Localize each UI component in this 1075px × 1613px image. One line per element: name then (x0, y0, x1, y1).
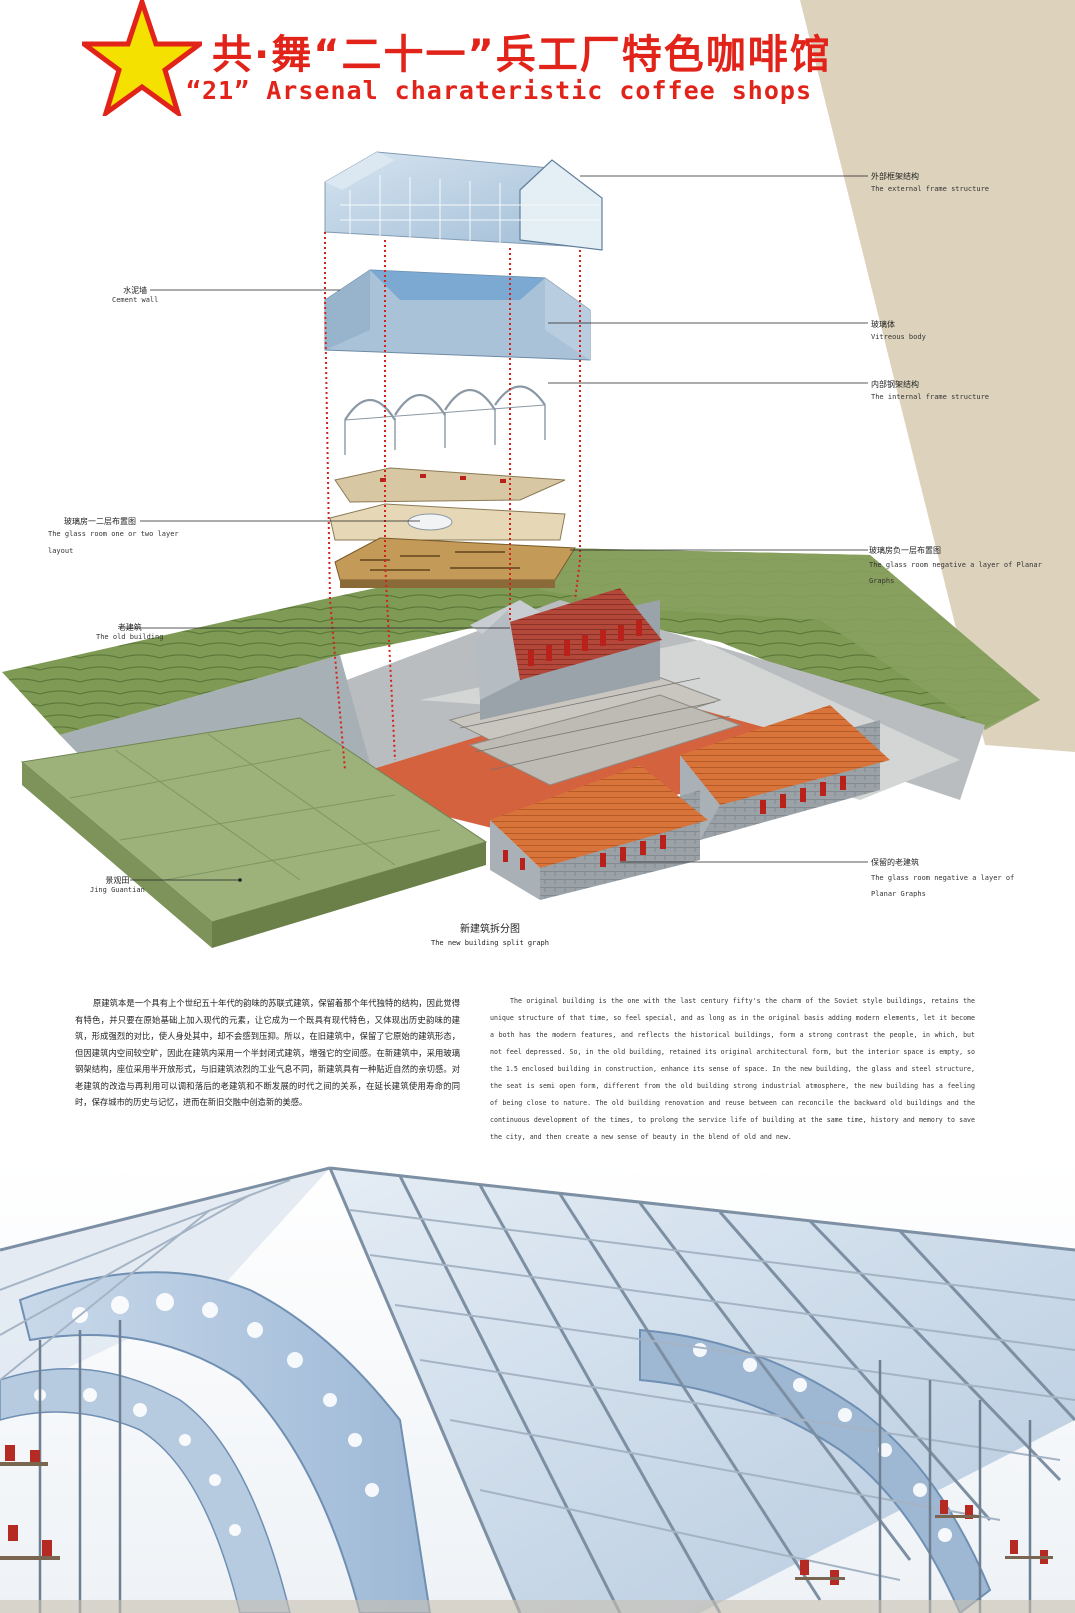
callout-internal-frame: 内部钢架结构 The internal frame structure (871, 380, 990, 401)
callout-external-frame: 外部框架结构 The external frame structure (871, 172, 990, 193)
cement-glass-layer (324, 269, 591, 361)
beige-band (800, 0, 1075, 752)
roof-grid (0, 1166, 1075, 1613)
interior-render (0, 1160, 1075, 1613)
external-frame-layer (324, 151, 603, 251)
steel-arch (0, 1271, 432, 1613)
floor-plan-upper (329, 467, 566, 541)
callout-jing-guantian: 景观田 Jing Guantian (90, 876, 145, 894)
page-title: 共·舞“二十一”兵工厂特色咖啡馆 (212, 32, 832, 78)
page-subtitle: “21” Arsenal charateristic coffee shops (186, 76, 812, 105)
field-marker (238, 878, 242, 882)
cafe-furniture (0, 1445, 1075, 1613)
callout-lines (120, 175, 868, 881)
floor-plan-basement (334, 537, 576, 588)
callout-vitreous-body: 玻璃体 Vitreous body (871, 320, 926, 341)
callout-old-building: 老建筑 The old building (96, 623, 164, 641)
steel-arch-right (639, 1328, 992, 1613)
split-diagram (2, 151, 1040, 948)
callout-cement-wall: 水泥墙 Cement wall (112, 286, 159, 304)
star-icon (82, 0, 202, 116)
description-cn: 原建筑本是一个具有上个世纪五十年代的韵味的苏联式建筑，保留着那个年代独特的结构，… (75, 998, 460, 1107)
callout-glass-room-upper: 玻璃房一二层布置图 The glass room one or two laye… (48, 517, 179, 555)
description-en: The original building is the one with th… (490, 997, 975, 1141)
terrace-seating (448, 669, 742, 786)
retained-old-buildings (490, 705, 890, 900)
exploded-layers (324, 151, 603, 771)
landscape-field (20, 717, 488, 948)
internal-frame-layer (344, 385, 546, 455)
callout-retained-old: 保留的老建筑 The glass room negative a layer o… (871, 858, 1015, 898)
diagram-caption: 新建筑拆分图 The new building split graph (430, 924, 549, 947)
old-building (470, 588, 662, 720)
explode-guides (324, 232, 581, 771)
callout-glass-room-lower: 玻璃房负一层布置图 The glass room negative a laye… (869, 546, 1042, 585)
